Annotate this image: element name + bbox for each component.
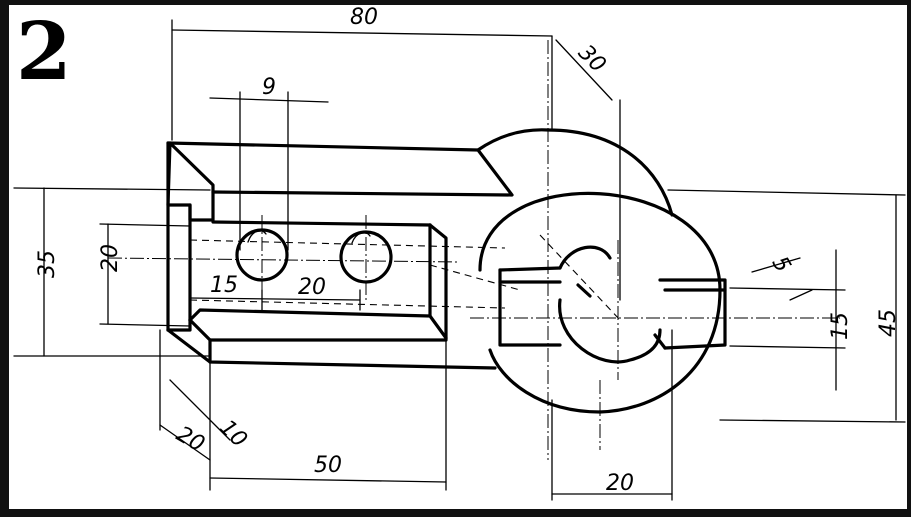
dim-20-bottom: 20 bbox=[606, 471, 634, 496]
dim-45: 45 bbox=[876, 309, 901, 337]
border-right bbox=[907, 0, 911, 517]
dimension-labels: 80 30 9 35 20 15 20 5 15 45 10 20 50 20 bbox=[35, 5, 901, 496]
dim-15: 15 bbox=[210, 273, 238, 298]
border-top bbox=[0, 0, 911, 5]
hidden-lines bbox=[107, 40, 840, 460]
border-bottom bbox=[0, 509, 911, 517]
dim-35: 35 bbox=[35, 250, 60, 278]
dim-9: 9 bbox=[262, 75, 276, 100]
dimension-lines bbox=[13, 19, 906, 501]
dim-80: 80 bbox=[350, 5, 378, 30]
dim-20-depth: 20 bbox=[172, 422, 209, 458]
dim-20-holes: 20 bbox=[298, 275, 326, 300]
dim-20-left: 20 bbox=[98, 244, 123, 272]
dim-10: 10 bbox=[214, 415, 251, 452]
dim-15-right: 15 bbox=[828, 312, 853, 340]
border-left bbox=[0, 0, 9, 517]
dim-30: 30 bbox=[573, 40, 610, 77]
cylinder bbox=[478, 128, 727, 414]
block-outline bbox=[166, 128, 550, 370]
figure-number: 2 bbox=[16, 4, 72, 98]
dim-50: 50 bbox=[314, 453, 342, 478]
dim-5: 5 bbox=[767, 252, 796, 277]
